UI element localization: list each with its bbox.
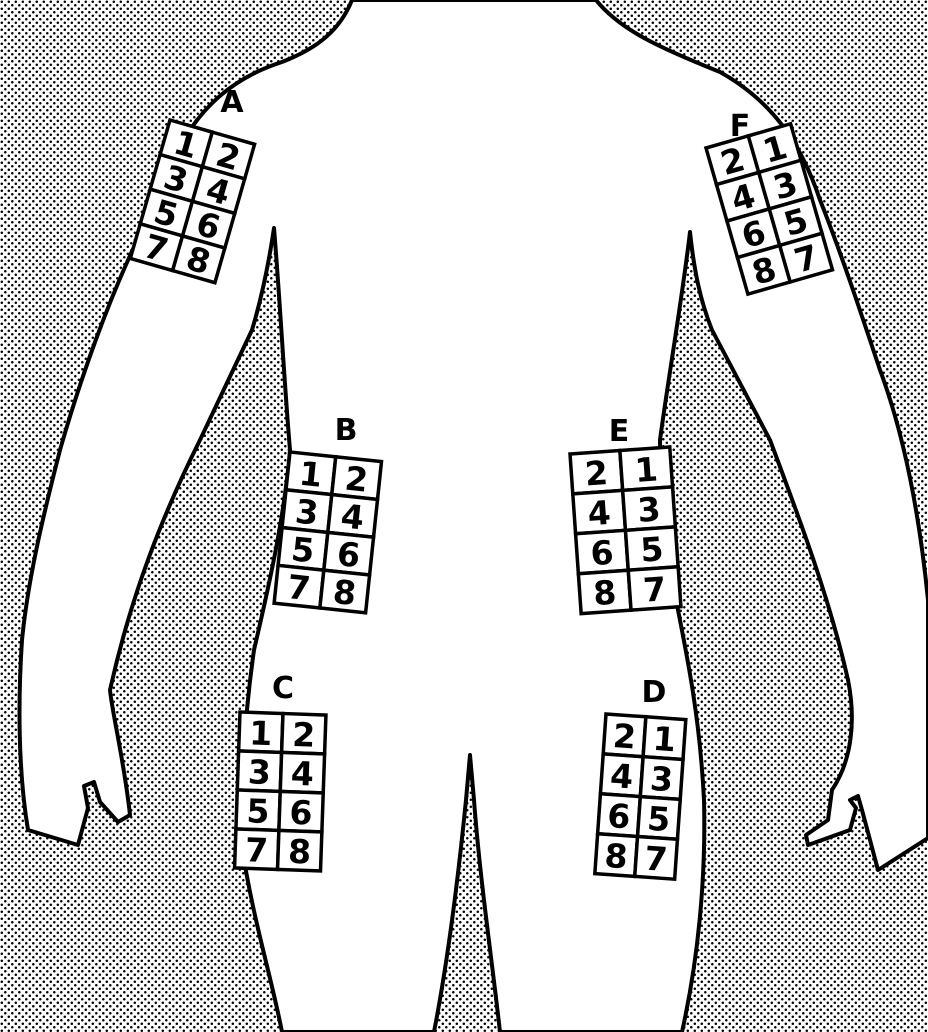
zone-e-cell-number: 2 — [584, 453, 610, 494]
zone-b-cell-number: 6 — [335, 534, 362, 575]
zone-e-cell-number: 6 — [589, 533, 615, 574]
zone-c-cell-number: 1 — [249, 713, 273, 753]
zone-c-cell-number: 5 — [246, 791, 270, 831]
zone-b-cell-number: 3 — [293, 491, 320, 532]
zone-d-cell-number: 5 — [646, 799, 672, 840]
zone-e-cell-number: 8 — [592, 573, 618, 614]
zone-d-cell-number: 4 — [609, 756, 635, 797]
zone-c-cell-number: 8 — [288, 832, 312, 872]
zone-e-cell-number: 3 — [636, 489, 662, 530]
zone-e-label: E — [609, 414, 630, 449]
zone-c-cell-number: 4 — [290, 754, 314, 794]
zone-d-label: D — [642, 675, 667, 710]
zone-b-cell-number: 1 — [297, 454, 324, 495]
zone-b-cell-number: 8 — [331, 572, 358, 613]
zone-f-label: F — [730, 109, 751, 144]
zone-d-cell-number: 3 — [649, 759, 675, 800]
zone-b-label: B — [335, 413, 358, 448]
zone-b-cell-number: 7 — [285, 567, 312, 608]
zone-b-cell-number: 2 — [343, 459, 370, 500]
zone-b-cell-number: 5 — [289, 529, 316, 570]
zone-d-cell-number: 7 — [643, 839, 669, 880]
zone-a-label: A — [220, 85, 244, 120]
zone-c-label: C — [272, 671, 294, 706]
zone-d-cell-number: 6 — [606, 796, 632, 837]
zone-c-cell-number: 2 — [292, 715, 316, 755]
zone-c-cell-number: 6 — [289, 793, 313, 833]
zone-d-cell-number: 2 — [612, 716, 638, 757]
zone-b-cell-number: 4 — [339, 496, 366, 537]
zone-c-cell-number: 7 — [245, 830, 269, 870]
zone-e-cell-number: 5 — [639, 529, 665, 570]
zone-e-cell-number: 1 — [633, 449, 659, 490]
zone-d-cell-number: 1 — [652, 719, 678, 760]
zone-d-cell-number: 8 — [603, 836, 629, 877]
zone-c-cell-number: 3 — [247, 752, 271, 792]
zone-e-cell-number: 4 — [586, 493, 612, 534]
zone-e-cell-number: 7 — [642, 569, 668, 610]
